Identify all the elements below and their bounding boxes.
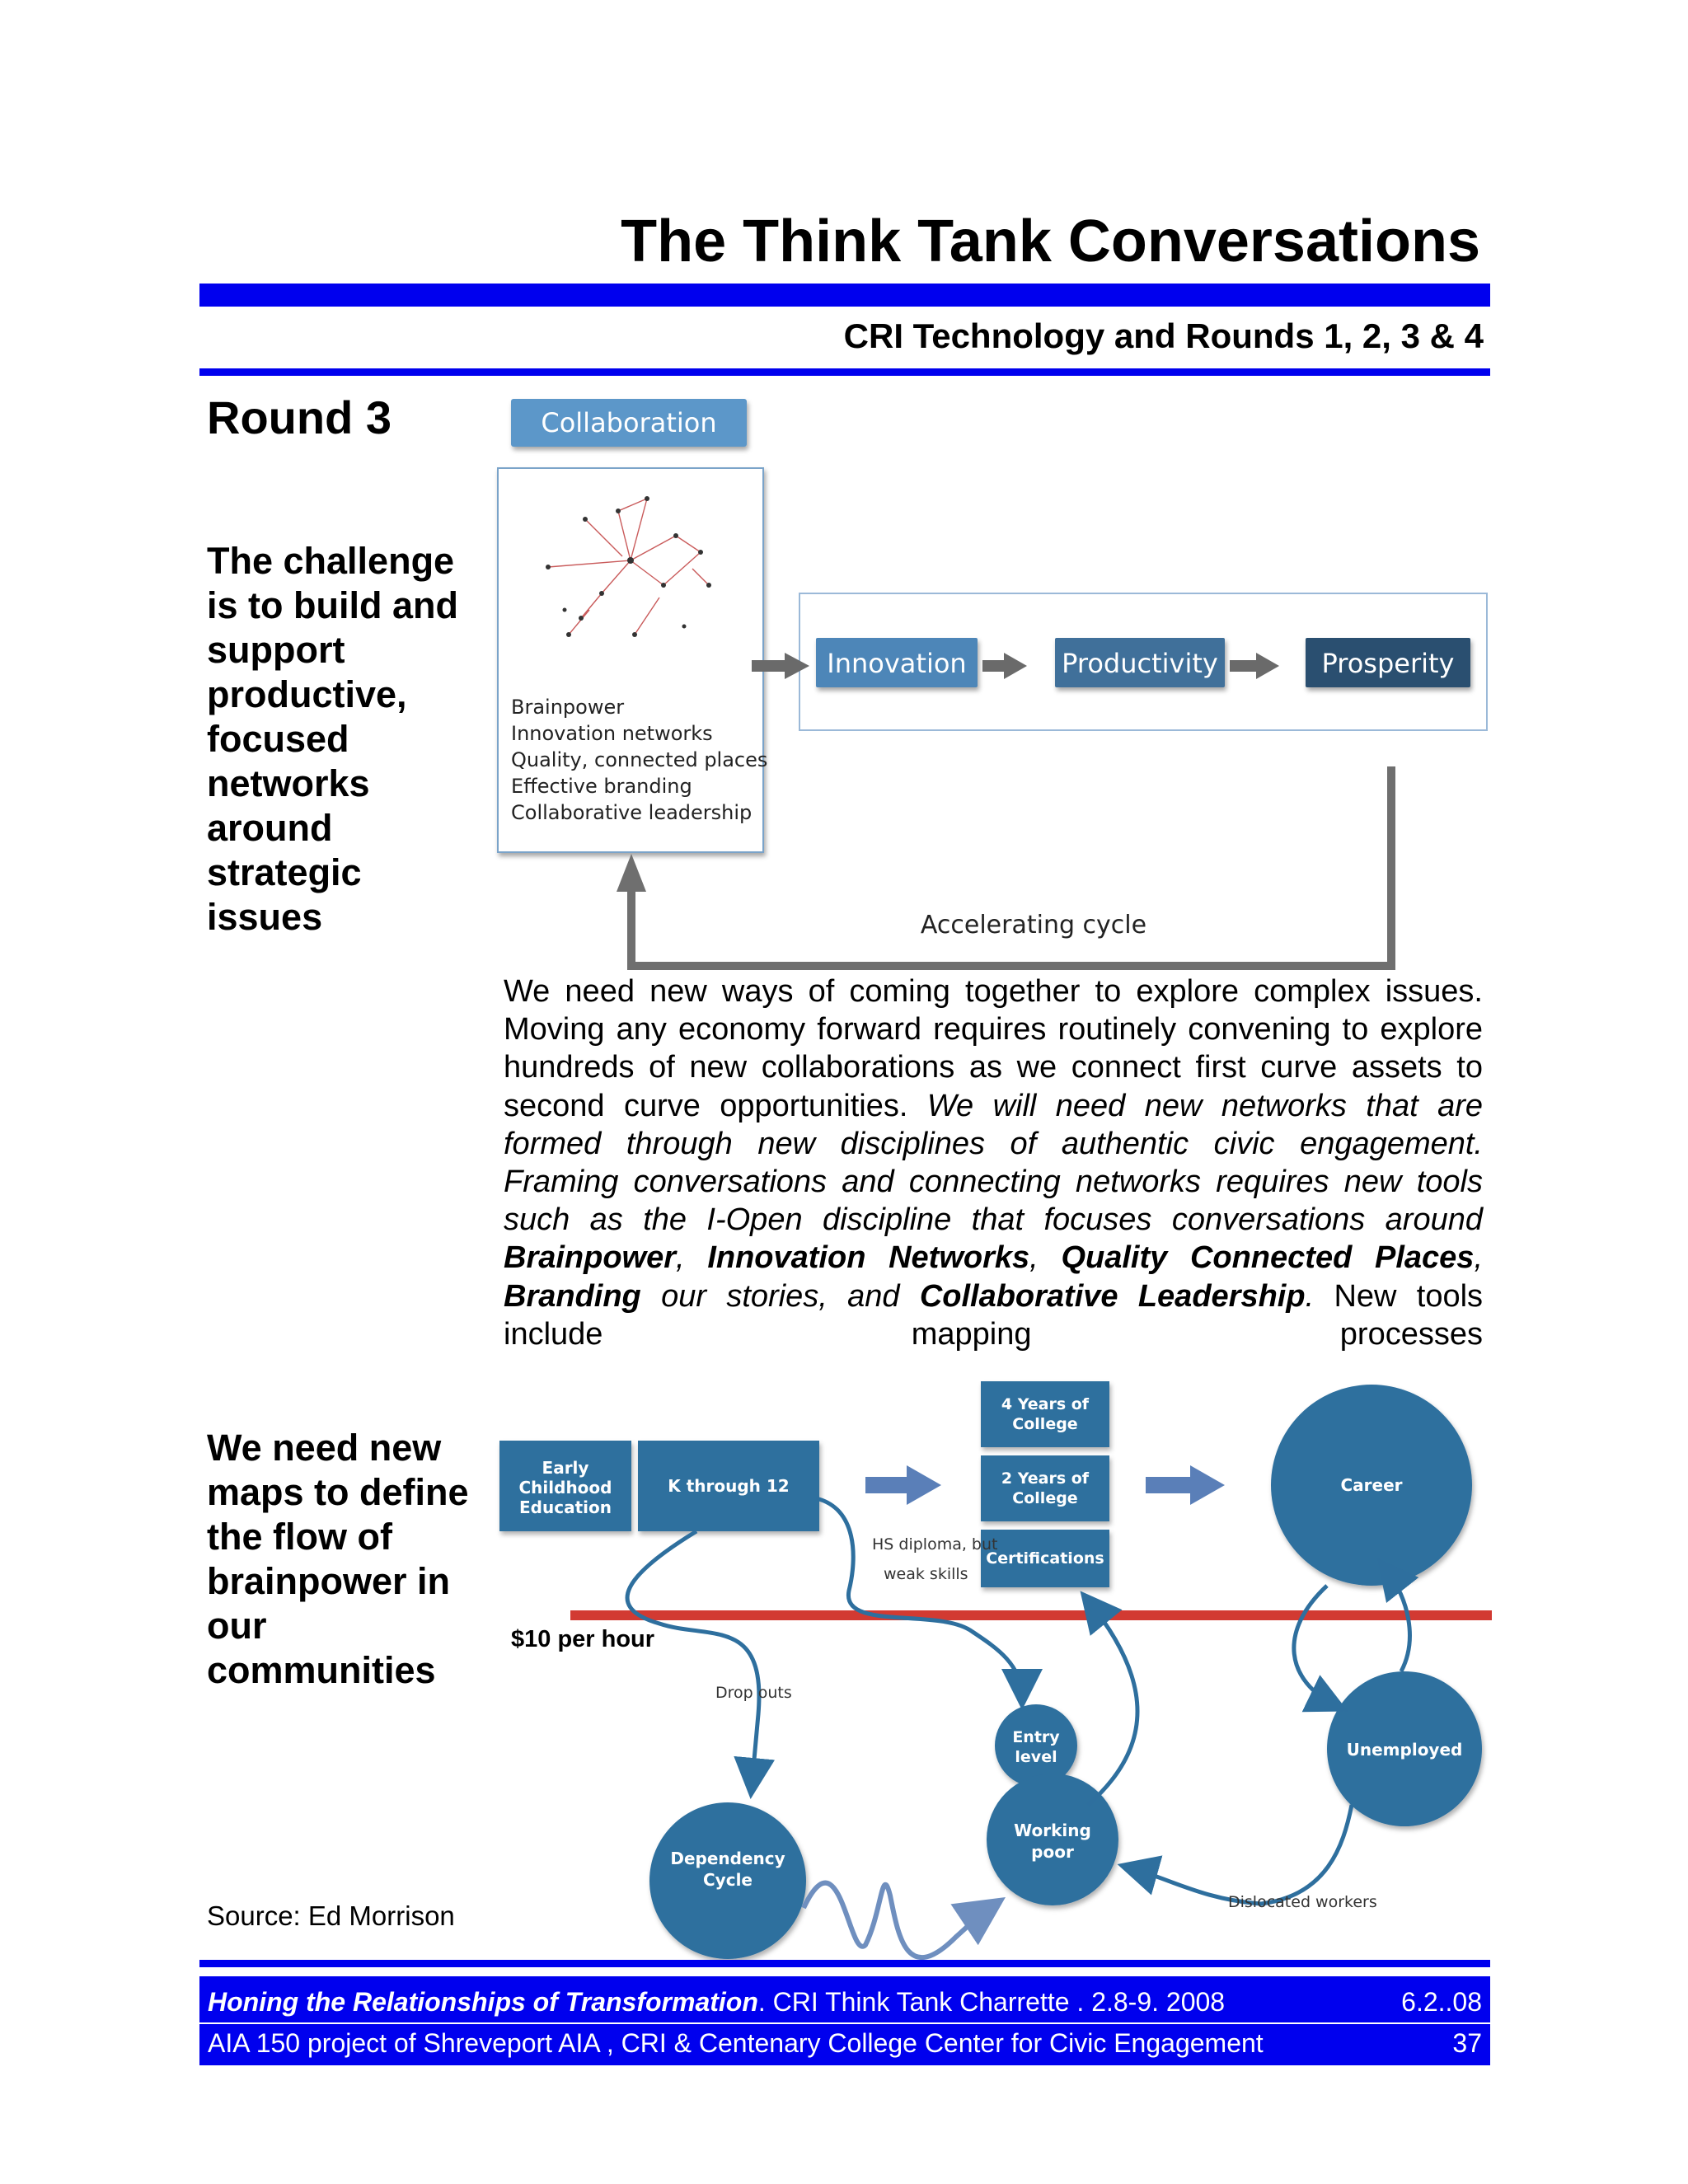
footer-event: . CRI Think Tank Charrette . 2.8-9. 2008 (757, 1987, 1226, 2017)
working-line-1: Working (1014, 1821, 1091, 1840)
network-nodes (546, 496, 711, 637)
network-graph-icon (547, 498, 710, 635)
page-subtitle: CRI Technology and Rounds 1, 2, 3 & 4 (843, 316, 1484, 355)
body-sentence-1: We need new ways of coming together to e… (504, 974, 1483, 1123)
flow-arrows (752, 653, 1279, 679)
dependency-line-2: Cycle (703, 1870, 753, 1890)
collaboration-box (511, 399, 747, 447)
keyword-collaborative-leadership: Collaborative Leadership (919, 1278, 1306, 1314)
prosperity-box (1306, 638, 1470, 687)
header-rule (199, 284, 1490, 307)
entry-line-1: Entry (1012, 1728, 1060, 1746)
keyword-quality-places: Quality Connected Places (1061, 1240, 1475, 1276)
productivity-label: Productivity (1062, 648, 1218, 679)
cycle-arrowhead (617, 854, 646, 892)
body-italic: We will need new networks that are forme… (504, 1088, 1483, 1238)
early-line-2: Childhood (519, 1478, 612, 1497)
footer-rule (199, 1960, 1490, 1967)
keyword-brainpower: Brainpower (504, 1240, 677, 1276)
hs-label-1: HS diploma, but (872, 1535, 997, 1554)
footer-line-1: Honing the Relationships of Transformati… (199, 1983, 1490, 2021)
years2-line-1: 2 Years of (1001, 1469, 1090, 1488)
years4-line-2: College (1012, 1415, 1077, 1433)
footer-line-2: AIA 150 project of Shreveport AIA , CRI … (199, 2024, 1490, 2062)
dislocated-label: Dislocated workers (1228, 1893, 1377, 1911)
page-number: 37 (1452, 2028, 1482, 2058)
hs-label-2: weak skills (884, 1565, 968, 1583)
footer: Honing the Relationships of Transformati… (199, 1976, 1490, 2065)
years4-line-1: 4 Years of (1001, 1395, 1090, 1413)
stage-boxes (499, 1381, 1109, 1587)
early-line-1: Early (542, 1458, 589, 1478)
source-credit: Source: Ed Morrison (207, 1900, 455, 1931)
dependency-line-1: Dependency (670, 1849, 785, 1868)
card-item-4: Effective branding (511, 775, 692, 798)
flow-curves (625, 1496, 1419, 1906)
progress-arrows (865, 1465, 1225, 1505)
dropouts-label: Drop outs (715, 1684, 792, 1702)
keyword-innovation-networks: Innovation Networks (707, 1240, 1030, 1276)
maps-note: We need new maps to define the flow of b… (207, 1427, 469, 1691)
collaboration-cycle-diagram: Collaboration Brainpower Innovation netw… (497, 399, 1488, 970)
dependency-wave (801, 1880, 1006, 1960)
certifications-label: Certifications (986, 1549, 1104, 1568)
card-item-2: Innovation networks (511, 722, 713, 745)
body-tail: New tools include mapping processes (504, 1278, 1484, 1352)
body-mid: our stories, and (661, 1278, 900, 1314)
keyword-branding: Branding (504, 1278, 641, 1314)
body-paragraph: We need new ways of coming together to e… (504, 974, 1484, 1352)
k12-label: K through 12 (668, 1476, 789, 1496)
card-item-1: Brainpower (511, 696, 624, 719)
footer-title: Honing the Relationships of Transformati… (208, 1987, 758, 2017)
cycle-loop-arrow (627, 766, 1395, 970)
outcome-circles (649, 1385, 1482, 1959)
round-heading: Round 3 (207, 391, 392, 443)
collaboration-label: Collaboration (541, 407, 716, 438)
challenge-text: The challenge is to build and support pr… (207, 540, 458, 938)
innovation-label: Innovation (827, 648, 966, 679)
footer-date: 6.2..08 (1401, 1987, 1482, 2017)
wage-label: $10 per hour (511, 1626, 655, 1652)
prosperity-label: Prosperity (1322, 648, 1455, 679)
accelerating-cycle-label: Accelerating cycle (921, 911, 1146, 940)
card-item-5: Collaborative leadership (511, 801, 752, 824)
early-line-3: Education (519, 1497, 612, 1517)
footer-project: AIA 150 project of Shreveport AIA , CRI … (208, 2028, 1264, 2058)
innovation-box (816, 638, 978, 687)
card-item-3: Quality, connected places (511, 748, 767, 771)
entry-line-2: level (1015, 1748, 1057, 1766)
footer-divider (199, 2022, 1490, 2024)
career-label: Career (1340, 1475, 1402, 1495)
unemployed-label: Unemployed (1347, 1740, 1463, 1760)
working-line-2: poor (1031, 1842, 1074, 1862)
brainpower-flow-diagram: Early Childhood Education K through 12 4… (499, 1381, 1492, 1960)
years2-line-2: College (1012, 1489, 1077, 1507)
subtitle-rule (199, 368, 1490, 376)
productivity-box (1055, 638, 1225, 687)
page-title: The Think Tank Conversations (621, 209, 1480, 274)
